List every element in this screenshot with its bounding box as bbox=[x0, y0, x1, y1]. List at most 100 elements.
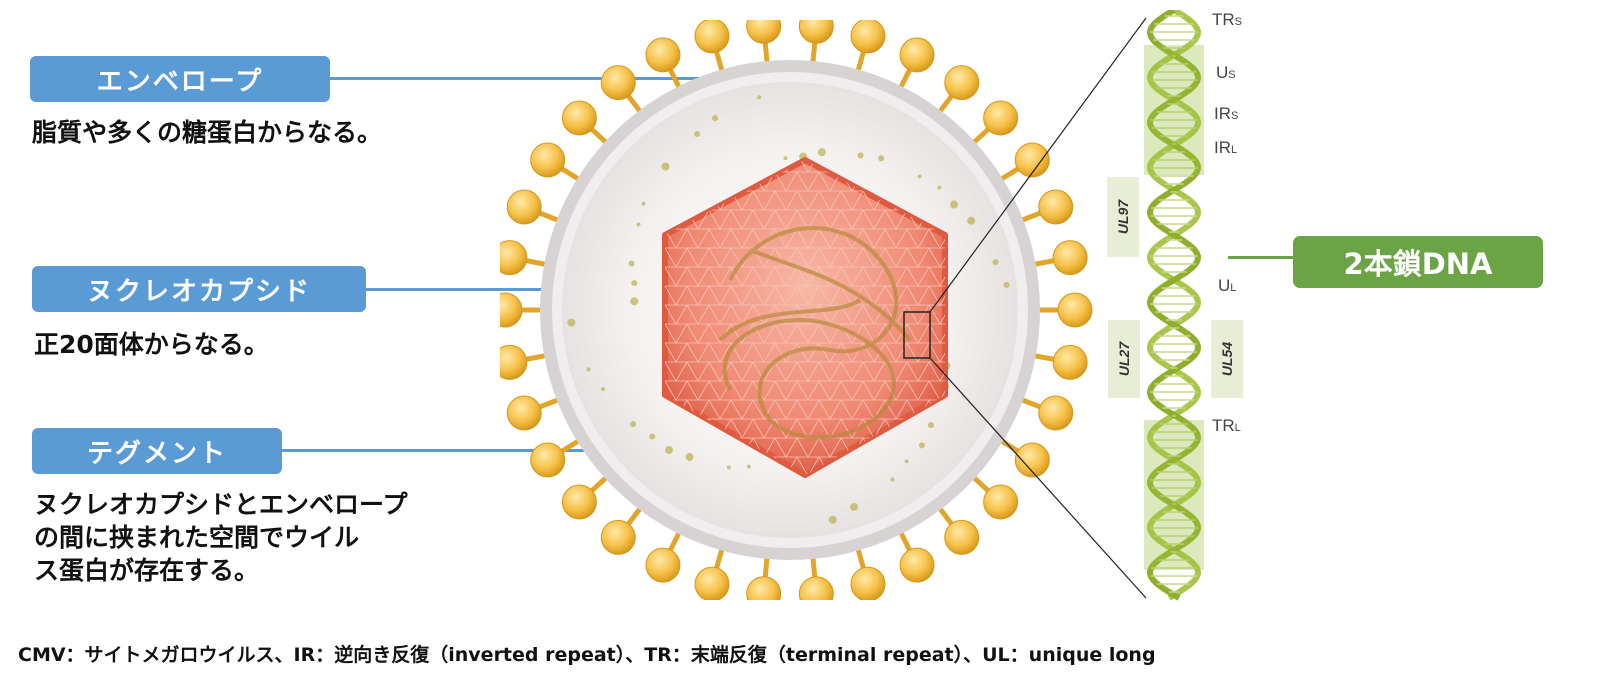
glycoprotein-head bbox=[983, 100, 1019, 136]
tegument-leader-line bbox=[282, 449, 670, 452]
glycoprotein-head bbox=[561, 100, 597, 136]
glycoprotein-head bbox=[645, 547, 681, 583]
label-us: US bbox=[1216, 63, 1236, 82]
tegument-protein-dot bbox=[685, 452, 694, 461]
label-trs: TRS bbox=[1212, 10, 1243, 29]
tegument-protein-dot bbox=[567, 318, 576, 327]
glycoprotein-head bbox=[1014, 442, 1050, 478]
repeat-region-top bbox=[1144, 45, 1204, 175]
glycoprotein-head bbox=[1014, 142, 1050, 178]
cmv-virion-illustration bbox=[500, 20, 1093, 600]
tegument-protein-dot bbox=[746, 464, 751, 469]
tegument-protein-dot bbox=[601, 387, 606, 392]
tegument-protein-dot bbox=[857, 152, 864, 159]
label-ul: UL bbox=[1218, 276, 1237, 295]
tegument-protein-dot bbox=[817, 148, 826, 157]
glycoprotein-head bbox=[500, 240, 528, 276]
tegument-description: ヌクレオカプシドとエンベロープ の間に挟まれた空間でウイル ス蛋白が存在する。 bbox=[34, 488, 408, 587]
glycoprotein-head bbox=[645, 37, 681, 73]
footnote: CMV：サイトメガロウイルス、IR：逆向き反復（inverted repeat）… bbox=[18, 644, 1156, 666]
glycoprotein-head bbox=[944, 519, 980, 555]
tegument-protein-dot bbox=[631, 280, 638, 287]
tegument-protein-dot bbox=[1003, 281, 1010, 288]
tegument-protein-dot bbox=[950, 200, 959, 209]
gene-ul54: UL54 bbox=[1211, 320, 1243, 398]
envelope-leader-line bbox=[330, 77, 770, 80]
dna-strand bbox=[1147, 10, 1201, 601]
tegument-protein-dot bbox=[630, 421, 637, 428]
tegument-protein-dot bbox=[967, 216, 976, 225]
nucleocapsid-lattice bbox=[665, 160, 945, 475]
glycoprotein-head bbox=[798, 20, 834, 44]
gene-ul27: UL27 bbox=[1108, 320, 1140, 398]
glycoprotein-head bbox=[561, 484, 597, 520]
glycoprotein-head bbox=[983, 484, 1019, 520]
nucleocapsid-description: 正20面体からなる。 bbox=[34, 330, 269, 359]
tegument-protein-dot bbox=[828, 515, 837, 524]
glycoprotein-head bbox=[694, 20, 730, 54]
glycoprotein-head bbox=[899, 547, 935, 583]
dna-zoom-box bbox=[903, 311, 931, 359]
glycoprotein-head bbox=[600, 519, 636, 555]
glycoprotein-head bbox=[530, 442, 566, 478]
tegument-protein-dot bbox=[757, 95, 762, 100]
tegument-label: テグメント bbox=[32, 428, 282, 474]
glycoprotein-spikes bbox=[500, 20, 1093, 600]
double-stranded-dna-label: 2本鎖DNA bbox=[1293, 236, 1543, 288]
glycoprotein-head bbox=[746, 576, 782, 600]
glycoprotein-head bbox=[500, 292, 523, 328]
tegument-protein-dot bbox=[649, 433, 656, 440]
envelope-label: エンベロープ bbox=[30, 56, 330, 102]
label-irs: IRS bbox=[1214, 104, 1239, 123]
glycoprotein-head bbox=[850, 566, 886, 600]
glycoprotein-head bbox=[1038, 189, 1074, 225]
tegument-protein-dot bbox=[878, 155, 885, 162]
glycoprotein-head bbox=[899, 37, 935, 73]
tegument-protein-dot bbox=[628, 260, 635, 267]
glycoprotein-head bbox=[1052, 240, 1088, 276]
tegument-protein-dot bbox=[630, 297, 639, 306]
glycoprotein-head bbox=[1052, 344, 1088, 380]
tegument-protein-dot bbox=[665, 445, 674, 454]
glycoprotein-head bbox=[530, 142, 566, 178]
nucleocapsid-leader-line bbox=[366, 288, 671, 291]
repeat-region-bottom bbox=[1144, 420, 1204, 570]
envelope-description: 脂質や多くの糖蛋白からなる。 bbox=[32, 118, 383, 147]
tegument-protein-dot bbox=[890, 477, 895, 482]
tegument-protein-dot bbox=[694, 131, 701, 138]
tegument-protein-dot bbox=[927, 422, 934, 429]
tegument-desc-line-1: ヌクレオカプシドとエンベロープ bbox=[34, 490, 408, 519]
glycoprotein-head bbox=[1038, 395, 1074, 431]
glycoprotein-head bbox=[1057, 292, 1093, 328]
glycoprotein-head bbox=[944, 65, 980, 101]
tegument-protein-dot bbox=[726, 465, 731, 470]
label-irl: IRL bbox=[1214, 138, 1238, 157]
tegument-protein-dot bbox=[636, 222, 641, 227]
glycoprotein-head bbox=[506, 189, 542, 225]
dna-badge-pointer bbox=[1228, 256, 1294, 259]
tegument-protein-dot bbox=[661, 162, 670, 171]
tegument-protein-dot bbox=[850, 502, 859, 511]
tegument-protein-dot bbox=[641, 201, 646, 206]
viral-genome-coil bbox=[718, 226, 912, 440]
tegument-desc-line-3: ス蛋白が存在する。 bbox=[34, 556, 260, 585]
tegument-protein-dot bbox=[937, 185, 942, 190]
dna-strand bbox=[1147, 10, 1201, 601]
tegument-protein-dot bbox=[917, 174, 922, 179]
gene-ul97: UL97 bbox=[1107, 177, 1139, 257]
glycoprotein-head bbox=[600, 65, 636, 101]
glycoprotein-head bbox=[798, 576, 834, 600]
glycoprotein-head bbox=[746, 20, 782, 44]
glycoprotein-head bbox=[506, 395, 542, 431]
tegument-protein-dot bbox=[586, 367, 591, 372]
tegument-protein-dot bbox=[904, 459, 909, 464]
tegument-desc-line-2: の間に挟まれた空間でウイル bbox=[34, 523, 360, 552]
tegument-protein-dot bbox=[992, 259, 999, 266]
glycoprotein-head bbox=[694, 566, 730, 600]
glycoprotein-head bbox=[500, 344, 528, 380]
helix-strands bbox=[1147, 10, 1201, 601]
glycoprotein-head bbox=[850, 20, 886, 54]
label-trl: TRL bbox=[1212, 416, 1241, 435]
nucleocapsid-label: ヌクレオカプシド bbox=[32, 266, 366, 312]
